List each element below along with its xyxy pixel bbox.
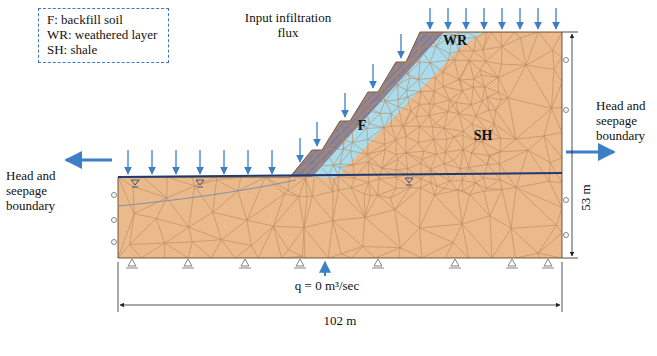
infiltration-arrow — [519, 8, 520, 29]
infiltration-arrow — [537, 8, 538, 29]
infiltration-arrow — [151, 150, 152, 174]
infiltration-arrow — [400, 34, 401, 58]
boundary-label: Head and seepage boundary — [596, 98, 654, 143]
roller-support — [564, 198, 569, 203]
pin-support — [241, 259, 249, 266]
support-base — [182, 268, 194, 269]
roller-support — [112, 193, 117, 198]
layer-label: SH — [468, 128, 498, 143]
infiltration-arrow — [316, 122, 317, 146]
roller-support — [564, 233, 569, 238]
support-base — [506, 268, 518, 269]
legend-text: WR: weathered layer — [47, 27, 160, 42]
flux-arrow — [324, 262, 326, 276]
infiltration-arrow — [127, 150, 128, 174]
legend-text: SH: shale — [47, 42, 160, 57]
pin-support — [544, 259, 552, 266]
infiltration-arrows — [128, 8, 556, 174]
support-base — [239, 268, 251, 269]
model-outline — [118, 32, 562, 258]
infiltration-arrow — [555, 8, 556, 29]
boundary-arrow — [566, 151, 614, 154]
layer-label: F — [352, 118, 372, 133]
boundary-label: Head and seepage boundary — [6, 168, 68, 213]
infiltration-arrow — [501, 8, 502, 29]
support-base — [542, 268, 554, 269]
infiltration-arrow — [223, 150, 224, 174]
phreatic-line — [118, 180, 296, 206]
pin-support — [184, 259, 192, 266]
dimension-label: 102 m — [305, 313, 375, 328]
layer-label: WR — [440, 33, 470, 48]
infiltration-arrow — [199, 150, 200, 174]
infiltration-arrow — [344, 93, 345, 117]
roller-support — [564, 58, 569, 63]
roller-support — [112, 218, 117, 223]
infiltration-arrow — [299, 138, 300, 162]
pin-support — [451, 259, 459, 266]
finite-element-mesh — [118, 32, 562, 258]
mesh-lines — [118, 32, 562, 258]
infiltration-arrow — [429, 8, 430, 29]
infiltration-arrow — [247, 150, 248, 174]
pin-support — [374, 259, 382, 266]
infiltration-arrow — [465, 8, 466, 29]
infiltration-arrow — [372, 64, 373, 88]
infiltration-arrow — [447, 8, 448, 29]
support-base — [126, 268, 138, 269]
dimension-label: 53 m — [578, 175, 593, 221]
pin-support — [128, 259, 136, 266]
support-symbols — [112, 58, 569, 269]
legend-box: F: backfill soilWR: weathered layerSH: s… — [38, 8, 169, 63]
pin-support — [508, 259, 516, 266]
boundary-arrow — [66, 159, 112, 162]
support-base — [449, 268, 461, 269]
support-base — [372, 268, 384, 269]
infiltration-arrow — [483, 8, 484, 29]
water-level-symbol — [131, 178, 413, 187]
shale-ground — [118, 32, 562, 258]
water-table — [118, 173, 562, 177]
roller-support — [112, 240, 117, 245]
roller-support — [564, 108, 569, 113]
infiltration-arrow — [175, 150, 176, 174]
flux-label: Input infiltration flux — [236, 10, 340, 40]
legend-text: F: backfill soil — [47, 12, 160, 27]
infiltration-arrow — [271, 150, 272, 174]
pin-support — [296, 259, 304, 266]
dimension-lines — [118, 32, 578, 312]
flux-label: q = 0 m³/sec — [272, 278, 382, 293]
support-base — [294, 268, 306, 269]
